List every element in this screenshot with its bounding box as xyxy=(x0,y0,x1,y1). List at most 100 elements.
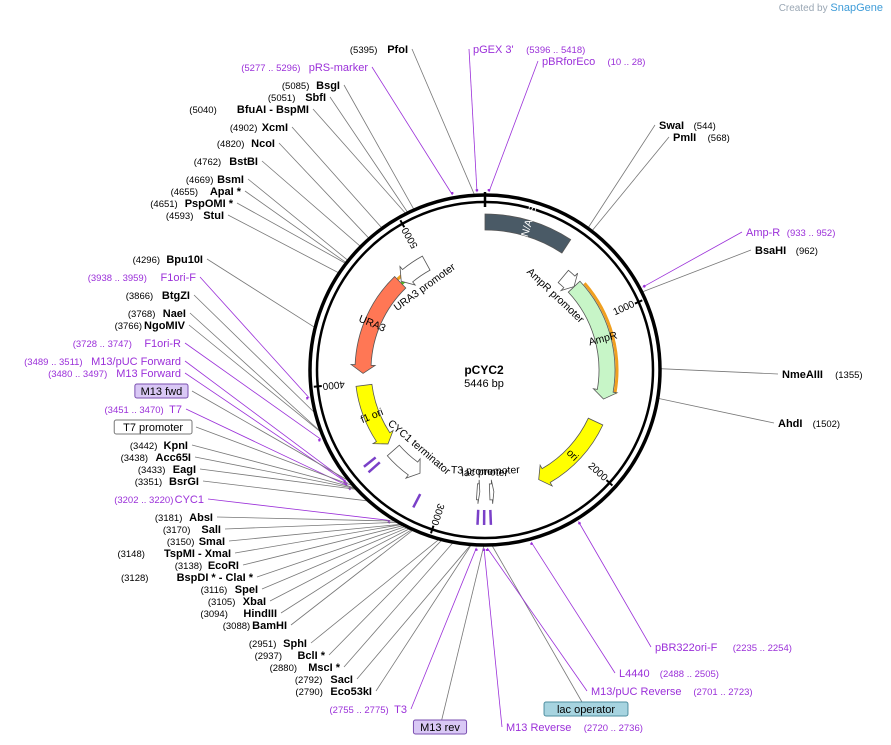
label-nmeaiii[interactable]: NmeAIII(1355) xyxy=(782,369,863,381)
tick-mark xyxy=(399,219,406,228)
label-tspmi-xmai[interactable]: TspMI - XmaI(3148) xyxy=(117,548,231,560)
label-name: SacI xyxy=(330,674,353,686)
leader-line xyxy=(216,516,397,522)
label-position: (3442) xyxy=(130,441,157,452)
label-spei[interactable]: SpeI(3116) xyxy=(201,584,258,596)
label-m13-rev[interactable]: M13 rev xyxy=(412,719,468,735)
primer-mark xyxy=(317,438,321,442)
label-name: M13 rev xyxy=(420,722,460,734)
label-smai[interactable]: SmaI(3150) xyxy=(167,536,225,548)
label-bpu10i[interactable]: Bpu10I(4296) xyxy=(133,254,203,266)
label-bsrgi[interactable]: BsrGI(3351) xyxy=(135,476,199,488)
label-prs-marker[interactable]: pRS-marker(5277 .. 5296) xyxy=(241,62,368,74)
label-position: (3105) xyxy=(208,597,235,608)
label-position: (3116) xyxy=(201,585,228,596)
label-bstbi[interactable]: BstBI(4762) xyxy=(194,156,258,168)
feature-lac-promoter[interactable]: lac promoter xyxy=(461,464,521,504)
created-by-text: Created by xyxy=(778,3,828,14)
feature-t3-promoter[interactable]: T3 promoter xyxy=(451,464,509,504)
leader-line xyxy=(411,48,476,196)
label-eco53ki[interactable]: Eco53kI(2790) xyxy=(295,686,372,698)
label-ngomiv[interactable]: NgoMIV(3766) xyxy=(115,320,186,332)
label-acc65i[interactable]: Acc65I(3438) xyxy=(121,452,191,464)
label-absi[interactable]: AbsI(3181) xyxy=(155,512,213,524)
label-t7-promoter[interactable]: T7 promoter xyxy=(113,419,193,435)
label-l4440[interactable]: L4440(2488 .. 2505) xyxy=(619,668,719,680)
label-position: (2880) xyxy=(270,663,297,674)
feature-cyc1-terminator[interactable]: CYC1 terminator xyxy=(385,418,453,479)
label-box xyxy=(134,383,189,399)
label-pbr322ori-f[interactable]: pBR322ori-F(2235 .. 2254) xyxy=(655,642,792,654)
orf-arc xyxy=(583,282,619,395)
feature-cen-ars[interactable]: CEN/ARS xyxy=(484,204,572,254)
label-name: ApaI * xyxy=(210,186,242,198)
label-t7[interactable]: T7(3451 .. 3470) xyxy=(105,404,182,416)
leader-line xyxy=(591,136,670,232)
label-kpni[interactable]: KpnI(3442) xyxy=(130,440,188,452)
mcs-marker xyxy=(412,493,422,508)
label-lac-operator[interactable]: lac operator xyxy=(543,701,629,717)
label-ecori[interactable]: EcoRI(3138) xyxy=(175,560,239,572)
label-position: (568) xyxy=(708,133,730,144)
label-name: EcoRI xyxy=(208,560,239,572)
label-f1ori-f[interactable]: F1ori-F(3938 .. 3959) xyxy=(88,272,197,284)
label-bamhi[interactable]: BamHI(3088) xyxy=(223,620,287,632)
label-btgzi[interactable]: BtgZI(3866) xyxy=(126,290,190,302)
label-amp-r[interactable]: Amp-R(933 .. 952) xyxy=(746,227,835,239)
label-bspdi-clai[interactable]: BspDI * - ClaI *(3128) xyxy=(121,572,254,584)
label-m13-puc-forward[interactable]: M13/pUC Forward(3489 .. 3511) xyxy=(24,356,181,368)
label-m13-forward[interactable]: M13 Forward(3480 .. 3497) xyxy=(48,368,181,380)
label-bsmi[interactable]: BsmI(4669) xyxy=(186,174,244,186)
label-bsgi[interactable]: BsgI(5085) xyxy=(282,80,340,92)
feature-f1-ori[interactable]: f1 ori xyxy=(355,383,394,445)
label-position: (5040) xyxy=(189,105,216,116)
feature-ori[interactable]: ori xyxy=(538,417,604,487)
label-name: EagI xyxy=(173,464,196,476)
label-saci[interactable]: SacI(2792) xyxy=(295,674,353,686)
label-pfoi[interactable]: PfoI(5395) xyxy=(350,44,408,56)
label-box xyxy=(113,419,193,435)
label-naei[interactable]: NaeI(3768) xyxy=(128,308,186,320)
leader-line xyxy=(188,324,322,434)
feature-ura3[interactable]: URA3 xyxy=(349,275,407,374)
feature-shape xyxy=(538,417,604,487)
feature-ampr[interactable]: AmpR xyxy=(567,280,619,400)
leader-line xyxy=(356,544,472,680)
label-t3[interactable]: T3(2755 .. 2775) xyxy=(330,704,407,716)
label-name: XbaI xyxy=(243,596,266,608)
label-cyc1[interactable]: CYC1(3202 .. 3220) xyxy=(114,494,204,506)
label-swai[interactable]: SwaI(544) xyxy=(659,120,716,132)
label-eagi[interactable]: EagI(3433) xyxy=(138,464,196,476)
leader-line xyxy=(291,126,383,229)
label-position: (3088) xyxy=(223,621,250,632)
label-ncoi[interactable]: NcoI(4820) xyxy=(217,138,275,150)
label-bcli[interactable]: BclI *(2937) xyxy=(255,650,326,662)
label-name: SbfI xyxy=(305,92,326,104)
label-stui[interactable]: StuI(4593) xyxy=(166,210,224,222)
tick-mark xyxy=(430,525,435,534)
label-name: BsgI xyxy=(316,80,340,92)
label-pmli[interactable]: PmlI(568) xyxy=(673,132,730,144)
label-xbai[interactable]: XbaI (3105) xyxy=(208,596,266,608)
label-xcmi[interactable]: XcmI(4902) xyxy=(230,122,288,134)
label-pgex-3[interactable]: pGEX 3'(5396 .. 5418) xyxy=(473,44,585,56)
leader-line xyxy=(488,60,539,193)
label-sbfi[interactable]: SbfI(5051) xyxy=(268,92,326,104)
label-m13-puc-reverse[interactable]: M13/pUC Reverse(2701 .. 2723) xyxy=(591,686,753,698)
mcs-marker xyxy=(367,461,381,474)
label-pspomi[interactable]: PspOMI *(4651) xyxy=(150,198,233,210)
label-bsahi[interactable]: BsaHI(962) xyxy=(755,245,818,257)
label-ahdi[interactable]: AhdI(1502) xyxy=(778,418,840,430)
label-apai[interactable]: ApaI *(4655) xyxy=(171,186,242,198)
label-sali[interactable]: SalI(3170) xyxy=(163,524,221,536)
label-sphi[interactable]: SphI(2951) xyxy=(249,638,307,650)
label-m13-fwd[interactable]: M13 fwd xyxy=(134,383,189,399)
label-f1ori-r[interactable]: F1ori-R(3728 .. 3747) xyxy=(73,338,181,350)
leader-line xyxy=(191,444,357,489)
label-msci[interactable]: MscI *(2880) xyxy=(270,662,341,674)
label-pbrforeco[interactable]: pBRforEco(10 .. 28) xyxy=(542,56,645,68)
label-bfuai-bspmi[interactable]: BfuAI - BspMI(5040) xyxy=(189,104,309,116)
label-hindiii[interactable]: HindIII(3094) xyxy=(200,608,277,620)
mcs-marker xyxy=(476,509,480,525)
label-m13-reverse[interactable]: M13 Reverse(2720 .. 2736) xyxy=(506,722,643,734)
